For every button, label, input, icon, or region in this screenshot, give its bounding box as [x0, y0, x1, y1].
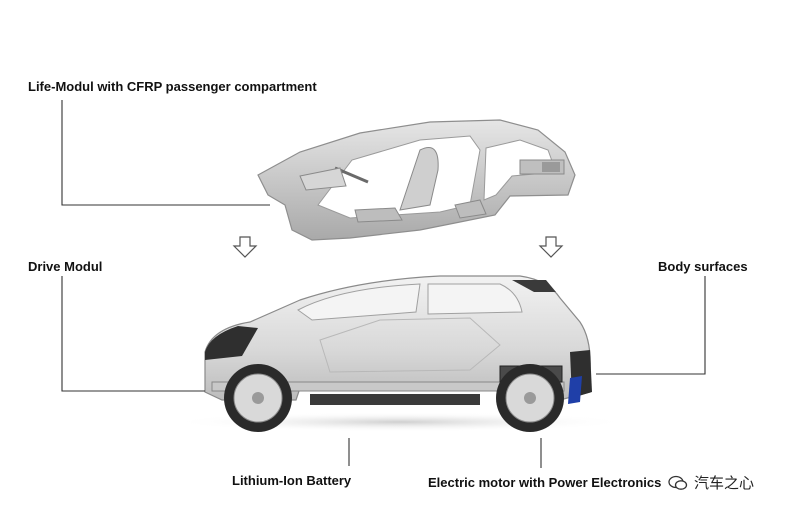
leader-life-modul [61, 100, 270, 206]
wechat-logo-icon [668, 475, 688, 490]
label-body-surfaces: Body surfaces [658, 259, 748, 274]
front-wheel [224, 364, 292, 432]
rear-wheel [496, 364, 564, 432]
leader-body-surfaces [596, 276, 706, 375]
watermark: 汽车之心 [668, 472, 754, 493]
down-arrow-right-icon [538, 236, 564, 258]
down-arrow-left-icon [232, 236, 258, 258]
leader-lines [61, 100, 706, 468]
label-life-modul: Life-Modul with CFRP passenger compartme… [28, 79, 317, 94]
watermark-text: 汽车之心 [694, 475, 755, 492]
leader-drive-modul [61, 276, 205, 392]
label-motor: Electric motor with Power Electronics [428, 475, 662, 490]
battery-pack [310, 394, 480, 405]
label-battery: Lithium-Ion Battery [232, 473, 352, 488]
life-modul-frame [257, 119, 576, 241]
label-drive-modul: Drive Modul [28, 259, 103, 274]
car-body [204, 275, 592, 404]
